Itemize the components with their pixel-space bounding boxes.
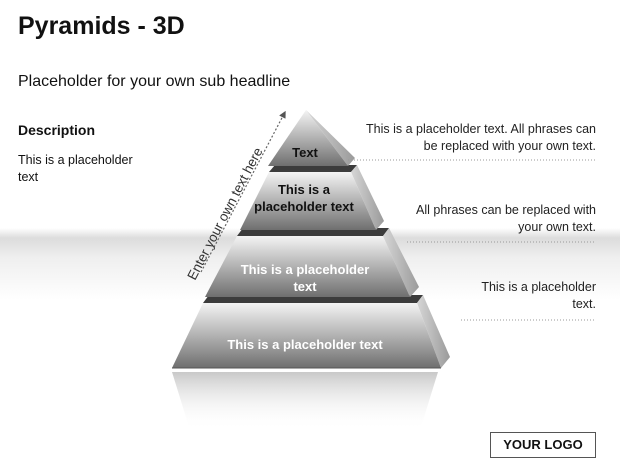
tier-4-face <box>172 303 441 368</box>
tier-2-label: This is a placeholder text <box>254 182 354 214</box>
tier-1-side <box>306 110 355 166</box>
tier-4-side <box>417 295 450 368</box>
tier-3-face <box>205 236 410 297</box>
description-body: This is a placeholder text <box>18 153 133 184</box>
page-title: Pyramids - 3D <box>18 12 185 40</box>
tier-2-side <box>351 165 384 230</box>
logo-placeholder: YOUR LOGO <box>490 432 596 458</box>
callout-2-text: All phrases can be replaced with your ow… <box>416 203 596 234</box>
sub-headline: Placeholder for your own sub headline <box>18 73 291 90</box>
tier-3-label: This is a placeholder text <box>240 262 370 294</box>
pyramid-reflection <box>172 372 438 430</box>
description-title: Description <box>18 122 96 138</box>
callout-3-text: This is a placeholder text. <box>481 280 596 311</box>
tier-1-label: Text <box>292 145 318 160</box>
side-arrow <box>200 110 286 273</box>
tier-2-face <box>240 172 376 230</box>
tier-4-label: This is a placeholder text <box>227 337 383 352</box>
tier-2-shelf <box>269 165 357 172</box>
callout-1-text: This is a placeholder text. All phrases … <box>366 122 596 153</box>
tier-3-side <box>383 228 419 297</box>
tier-1-face <box>268 110 348 166</box>
